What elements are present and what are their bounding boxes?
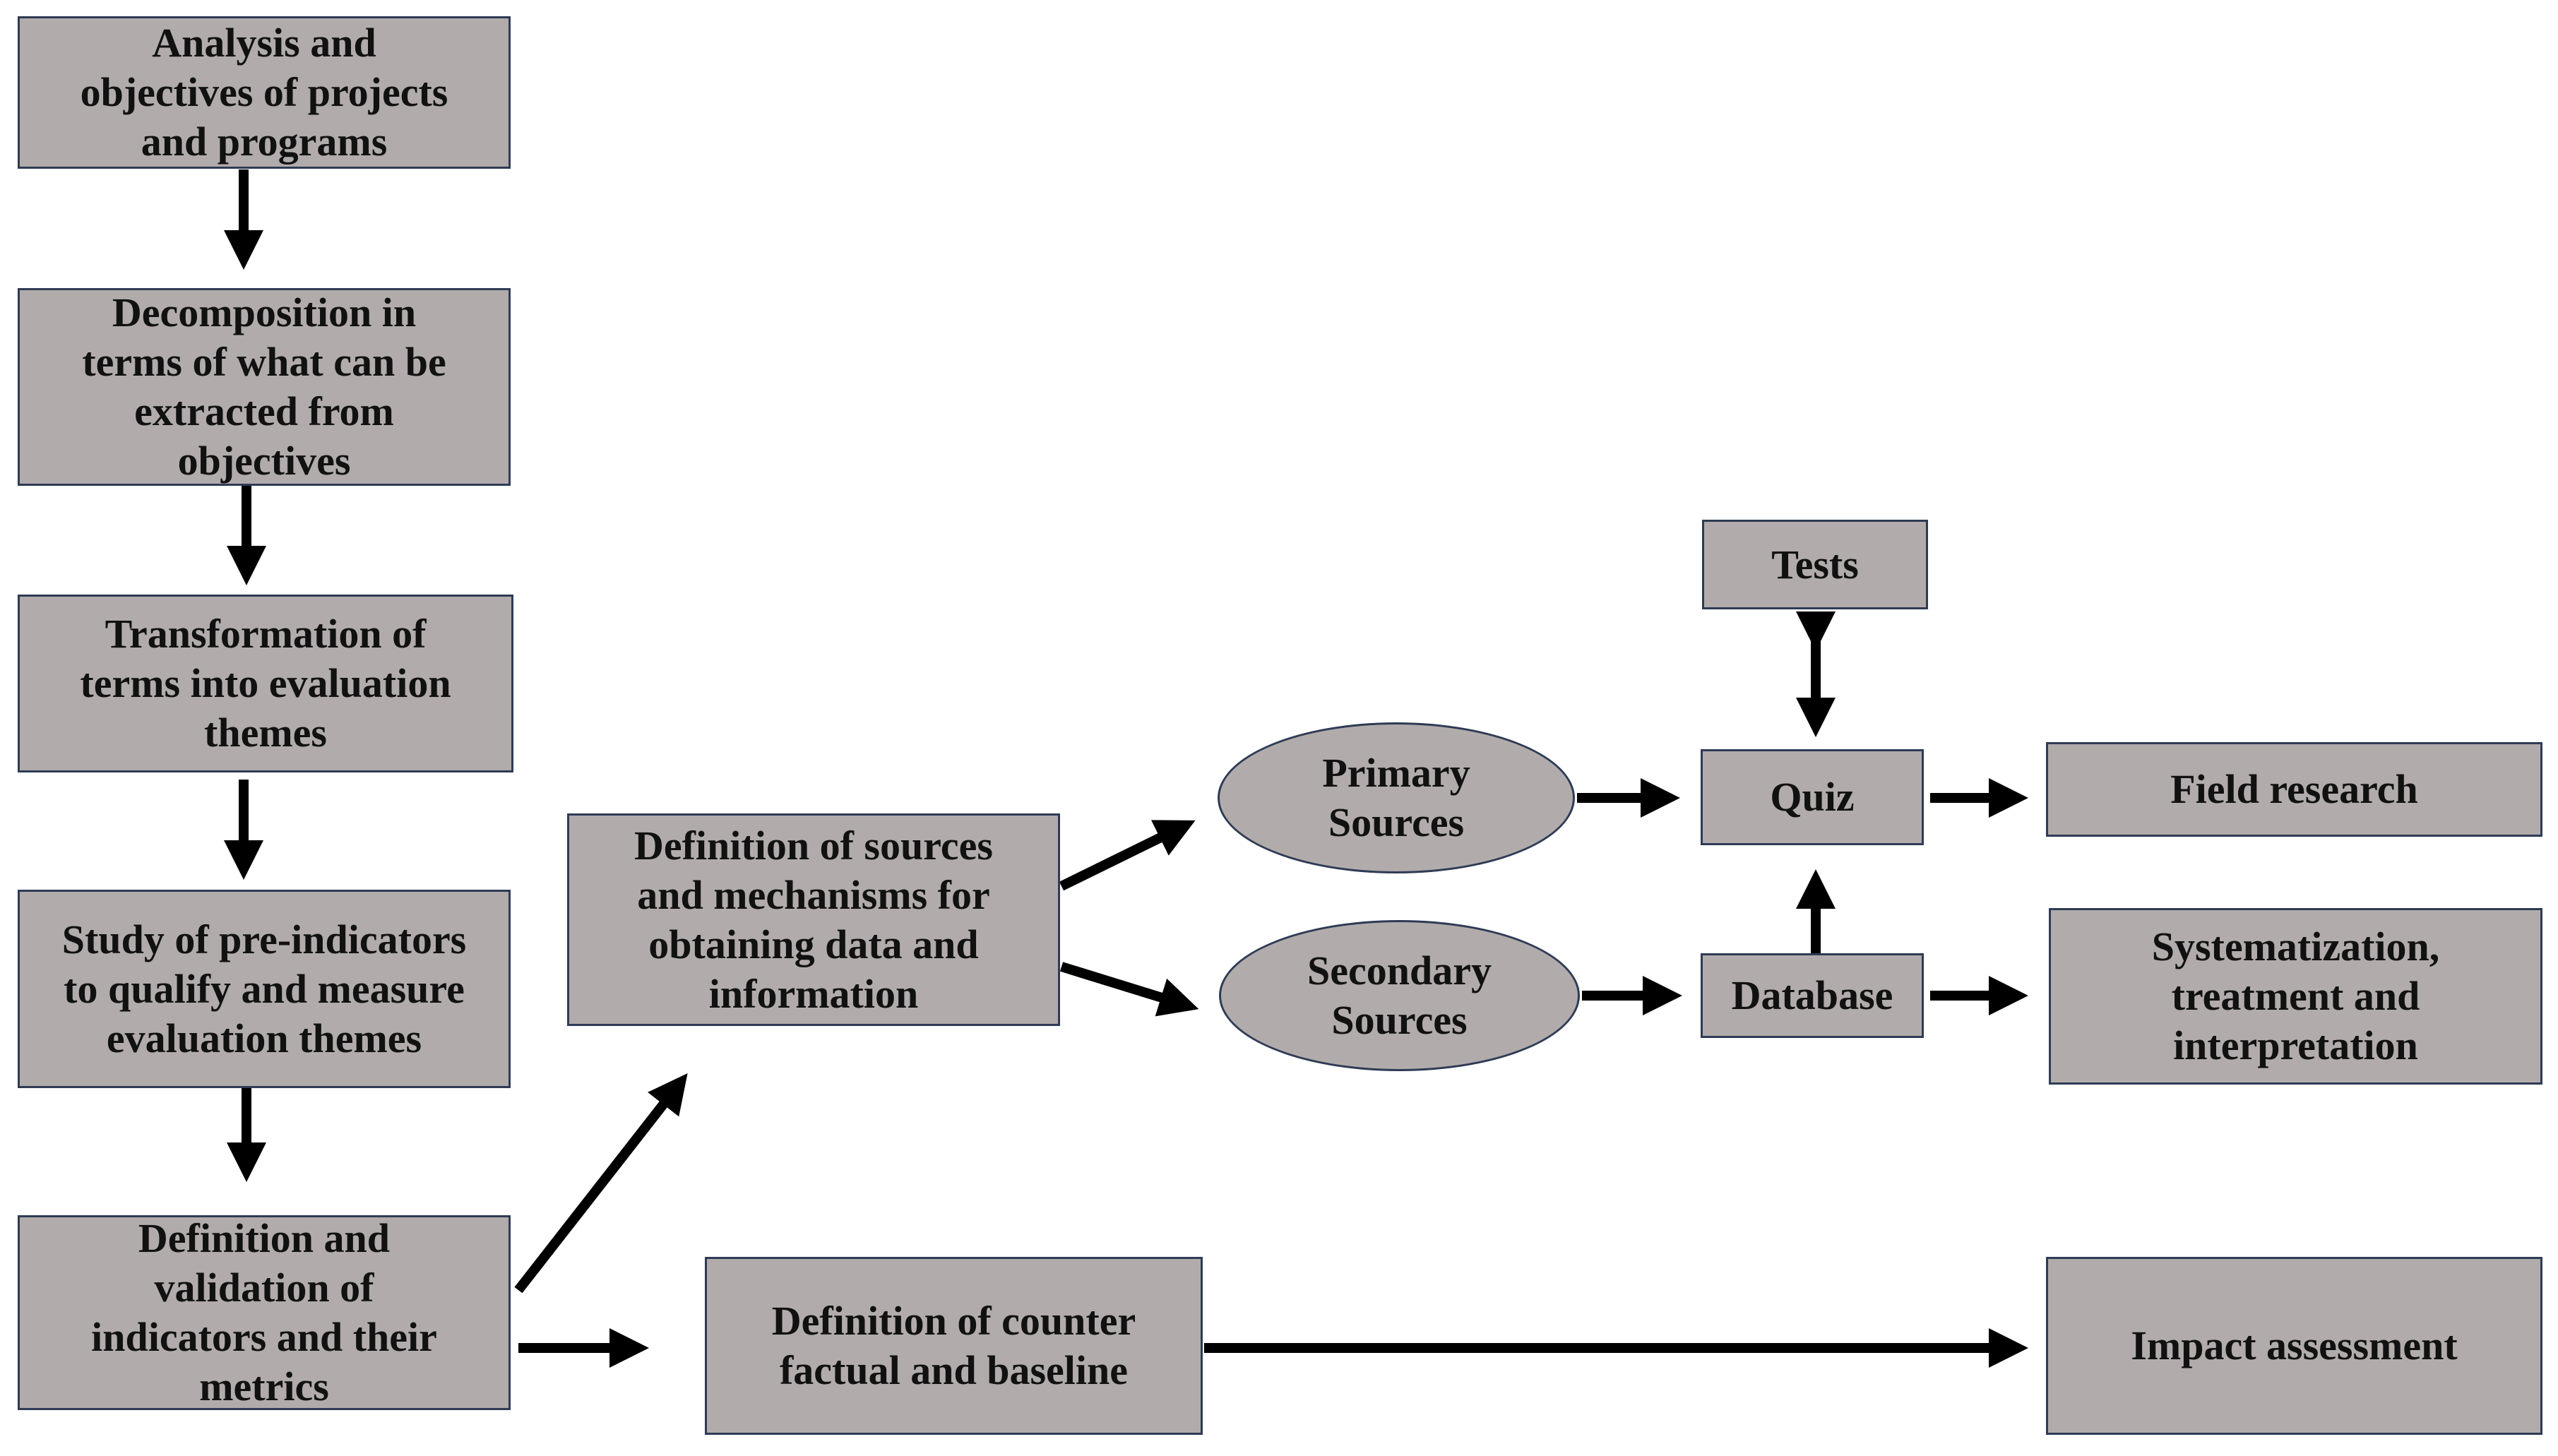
node-impact: Impact assessment	[2046, 1257, 2542, 1435]
node-definition-indicators-label: Definition and validation of indicators …	[91, 1215, 437, 1409]
node-transformation: Transformation of terms into evaluation …	[18, 595, 513, 772]
node-quiz: Quiz	[1701, 749, 1924, 845]
node-impact-label: Impact assessment	[2131, 1323, 2458, 1368]
node-systematization: Systematization, treatment and interpret…	[2049, 908, 2542, 1085]
node-decomposition: Decomposition in terms of what can be ex…	[18, 288, 511, 486]
node-analysis: Analysis and objectives of projects and …	[18, 16, 511, 169]
node-systematization-label: Systematization, treatment and interpret…	[2151, 924, 2440, 1068]
arrow-sources-to-secondary	[1059, 962, 1199, 1017]
arrow-indicators-to-sources	[514, 1073, 688, 1294]
node-decomposition-label: Decomposition in terms of what can be ex…	[82, 290, 446, 484]
node-quiz-label: Quiz	[1770, 774, 1855, 820]
node-database-label: Database	[1731, 972, 1893, 1018]
node-secondary-sources: Secondary Sources	[1219, 920, 1580, 1071]
node-secondary-sources-label: Secondary Sources	[1307, 948, 1492, 1043]
node-counterfactual: Definition of counter factual and baseli…	[705, 1257, 1203, 1435]
node-tests: Tests	[1702, 520, 1928, 609]
arrow-sources-to-primary	[1059, 820, 1196, 891]
node-counterfactual-label: Definition of counter factual and baseli…	[771, 1298, 1136, 1393]
node-definition-indicators: Definition and validation of indicators …	[18, 1215, 511, 1410]
node-definition-sources-label: Definition of sources and mechanisms for…	[633, 822, 993, 1017]
node-field-research: Field research	[2046, 742, 2542, 837]
node-definition-sources: Definition of sources and mechanisms for…	[567, 813, 1060, 1026]
node-primary-sources: Primary Sources	[1218, 722, 1575, 873]
node-database: Database	[1701, 953, 1924, 1038]
node-field-research-label: Field research	[2170, 766, 2418, 812]
node-study: Study of pre-indicators to qualify and m…	[18, 890, 511, 1088]
node-primary-sources-label: Primary Sources	[1322, 750, 1470, 845]
node-transformation-label: Transformation of terms into evaluation …	[80, 611, 451, 756]
node-study-label: Study of pre-indicators to qualify and m…	[61, 916, 467, 1061]
node-tests-label: Tests	[1771, 541, 1859, 587]
node-analysis-label: Analysis and objectives of projects and …	[80, 20, 448, 165]
